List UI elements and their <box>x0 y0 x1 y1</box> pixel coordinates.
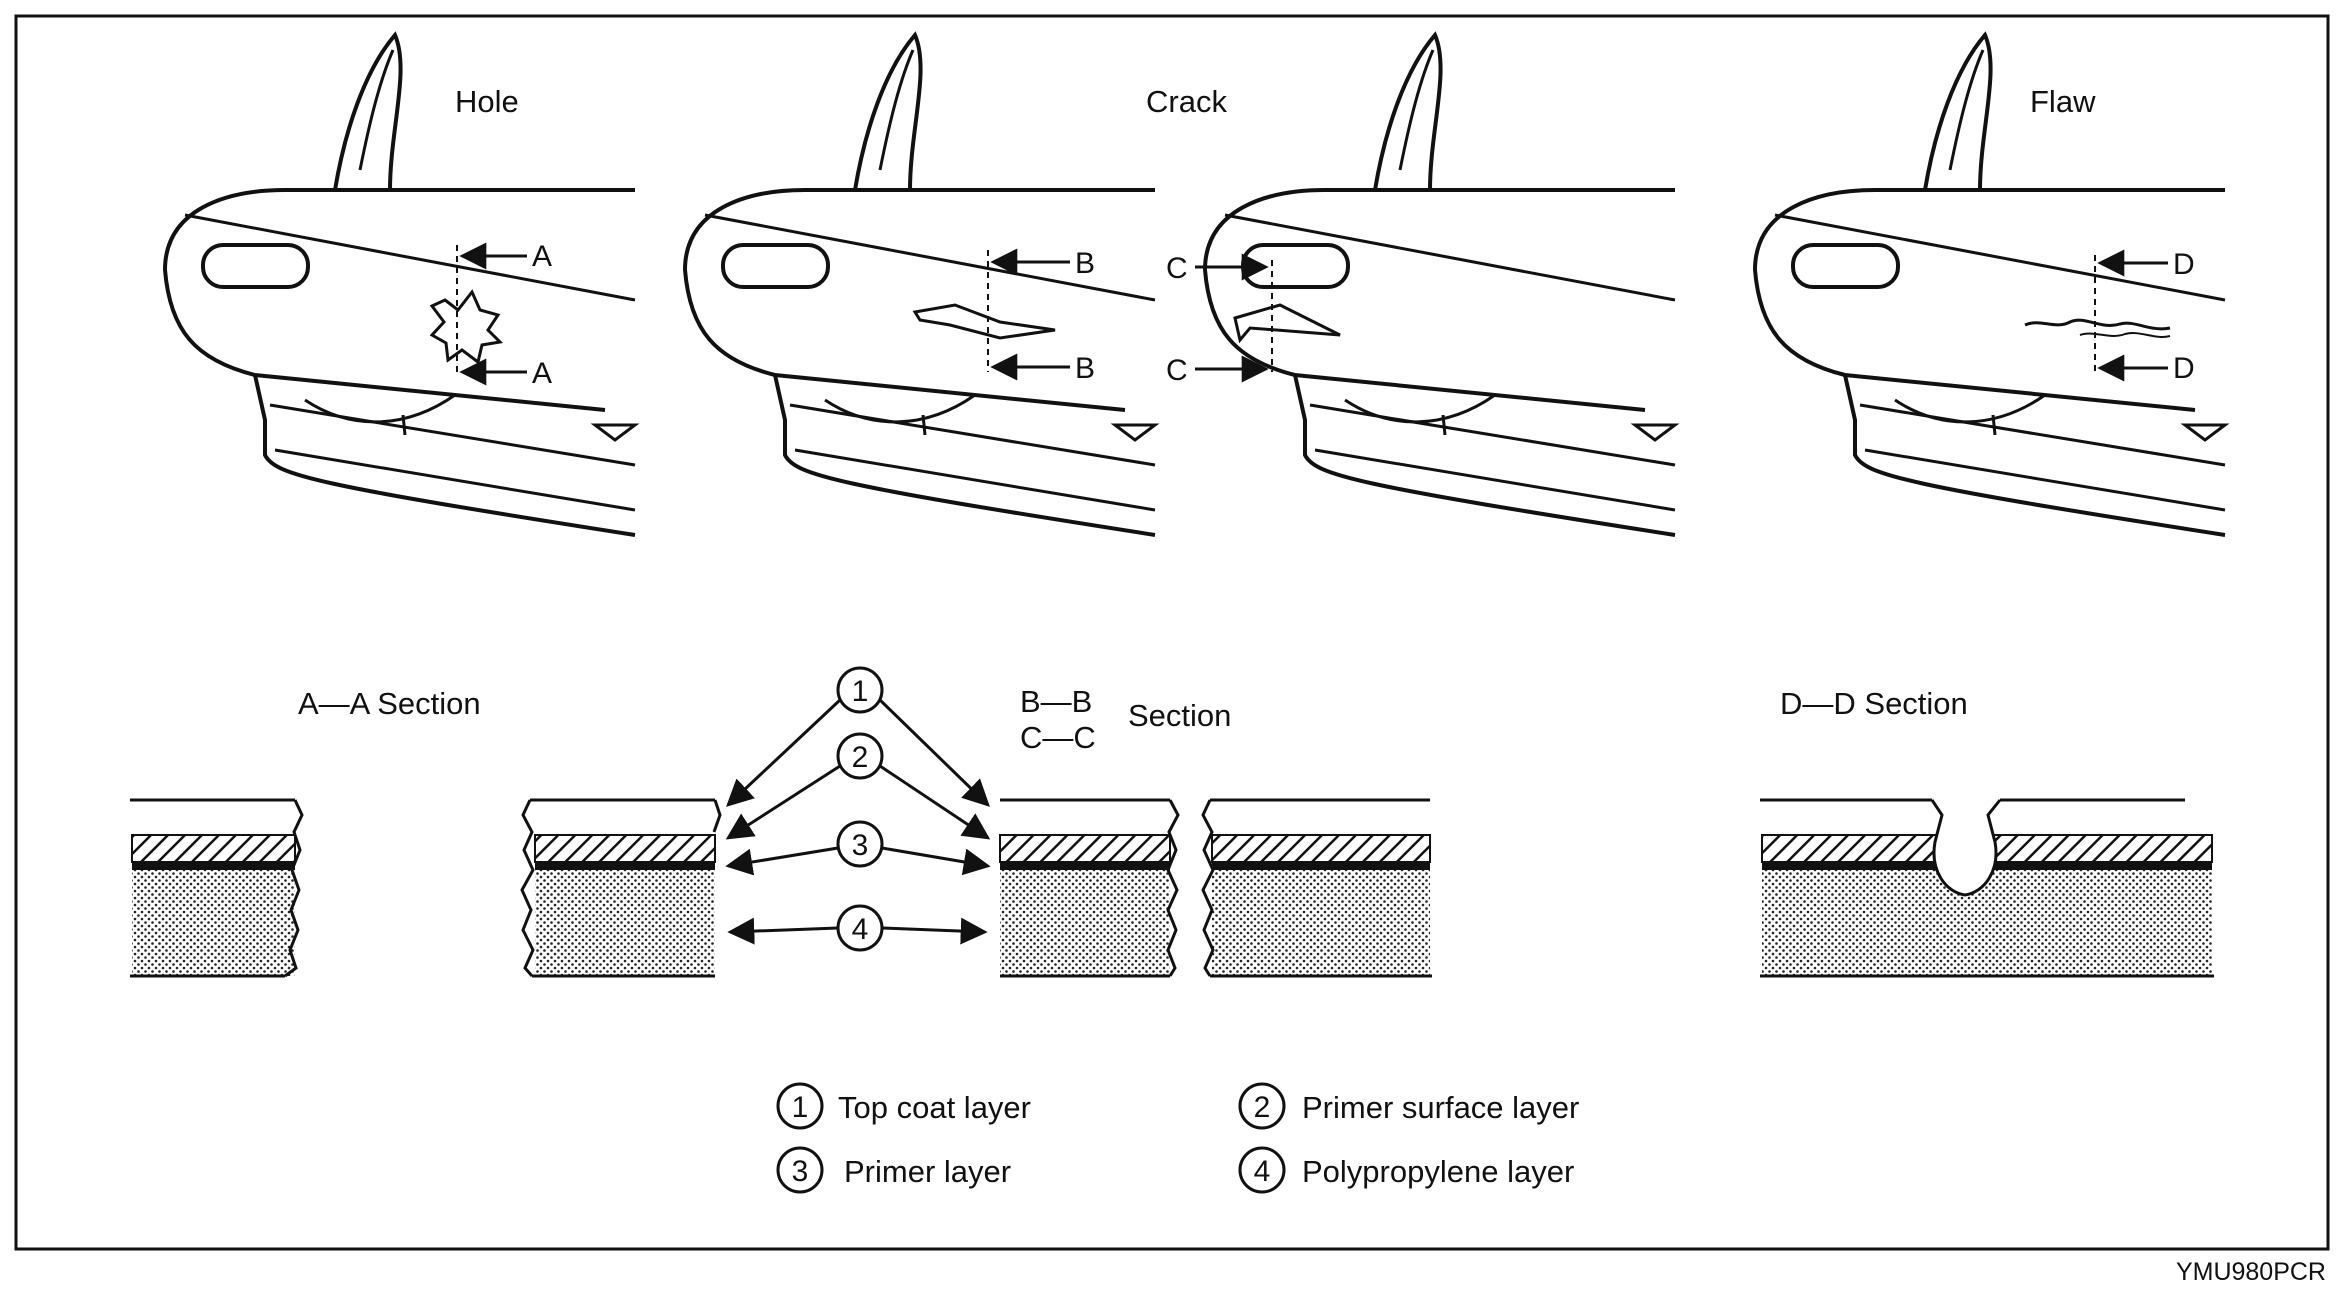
section-aa-crosssection <box>130 798 304 978</box>
hole-panel: Hole A A <box>163 33 637 537</box>
legend-label-1: Top coat layer <box>838 1090 1031 1125</box>
flaw-title: Flaw <box>2030 84 2096 119</box>
figure-frame <box>14 14 2330 1251</box>
legend-item-3: 3 Primer layer <box>776 1146 1011 1194</box>
layer-callouts: 1 2 3 4 <box>725 666 991 952</box>
callout-num-3: 3 <box>852 829 869 862</box>
callout-circle-1 <box>836 666 884 714</box>
svg-text:3: 3 <box>792 1155 809 1188</box>
callout-num-4: 4 <box>852 913 869 946</box>
legend-label-2: Primer surface layer <box>1302 1090 1579 1125</box>
marker-c-bottom: C <box>1166 354 1188 387</box>
section-dd-title: D—D Section <box>1780 686 1968 721</box>
svg-text:2: 2 <box>1254 1091 1271 1124</box>
hole-damage-shape <box>429 289 504 365</box>
crack-panel: Crack B B C C <box>683 33 1677 537</box>
bumper-drawing-flaw <box>1753 33 2227 537</box>
marker-d-top: D <box>2173 248 2195 281</box>
crack-title: Crack <box>1146 84 1227 119</box>
flaw-panel: Flaw D D <box>1753 33 2227 537</box>
legend-label-4: Polypropylene layer <box>1302 1154 1574 1189</box>
callout-circle-3 <box>836 820 884 868</box>
legend-item-2: 2 Primer surface layer <box>1238 1082 1579 1130</box>
marker-b-top: B <box>1075 247 1095 280</box>
legend-label-3: Primer layer <box>844 1154 1011 1189</box>
callout-num-2: 2 <box>852 741 869 774</box>
section-dd-crosssection <box>1760 798 2214 978</box>
callout-circle-2 <box>836 732 884 780</box>
svg-text:4: 4 <box>1254 1155 1271 1188</box>
legend: 1 Top coat layer 2 Primer surface layer … <box>776 1082 1579 1194</box>
legend-item-1: 1 Top coat layer <box>776 1082 1031 1130</box>
marker-b-bottom: B <box>1075 352 1095 385</box>
section-bb-title: B—B <box>1020 684 1092 719</box>
section-aa-title: A—A Section <box>298 686 481 721</box>
marker-a-bottom: A <box>532 357 552 390</box>
figure-code: YMU980PCR <box>2176 1258 2326 1286</box>
flaw-scratch <box>2024 318 2171 331</box>
flaw-groove <box>1930 799 2002 897</box>
section-bc-crosssection <box>999 798 1432 978</box>
marker-a-top: A <box>532 240 552 273</box>
legend-item-4: 4 Polypropylene layer <box>1238 1146 1574 1194</box>
callout-num-1: 1 <box>852 675 869 708</box>
bumper-drawing-crack-c <box>1203 33 1677 537</box>
crack-damage-shape-c <box>1233 303 1341 344</box>
svg-text:1: 1 <box>792 1091 809 1124</box>
hole-title: Hole <box>455 84 519 119</box>
bumper-drawing-crack-b <box>683 33 1157 537</box>
section-layers-crosssection <box>520 798 722 978</box>
marker-d-bottom: D <box>2173 352 2195 385</box>
crack-damage-shape-b <box>912 303 1056 340</box>
marker-c-top: C <box>1166 252 1188 285</box>
section-cc-title: C—C <box>1020 720 1096 755</box>
section-bc-word: Section <box>1128 698 1231 733</box>
bumper-drawing-hole <box>163 33 637 537</box>
